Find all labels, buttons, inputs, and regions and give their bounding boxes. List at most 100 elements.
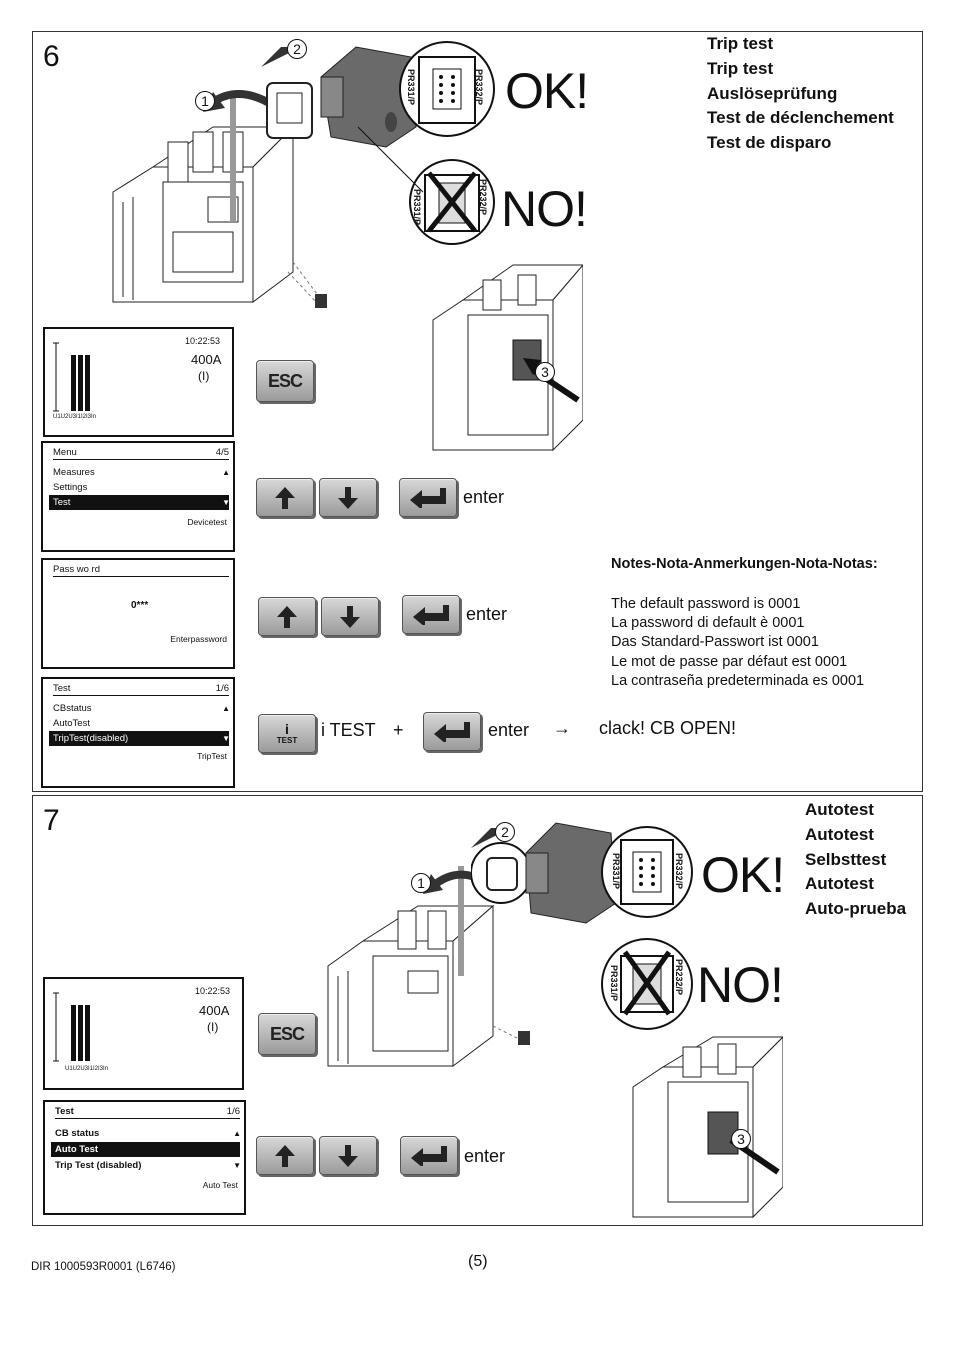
title-de: Selbsttest [805, 849, 887, 869]
no-label: NO! [697, 957, 784, 1013]
lcd-current: 400A [199, 1003, 230, 1018]
test-item-autotest[interactable]: Auto Test [51, 1142, 240, 1157]
menu-item-settings[interactable]: Settings [53, 482, 88, 493]
itest-key-label: TEST [276, 735, 298, 745]
connector-no-view [601, 938, 693, 1030]
itest-label: i TEST [321, 720, 376, 740]
enter-label: enter [464, 1146, 506, 1166]
menu-page: 4/5 [215, 447, 229, 458]
callout-3: 3 [731, 1129, 751, 1149]
lcd-time: 10:22:53 [185, 336, 221, 346]
up-arrow-button[interactable] [256, 478, 314, 517]
test-item-autotest[interactable]: AutoTest [53, 718, 90, 729]
step-6-panel: 6 Trip test Trip test Auslöseprüfung Tes… [32, 31, 923, 792]
circuit-breaker-illustration [112, 90, 327, 308]
test-item-cbstatus[interactable]: CBstatus [53, 703, 92, 714]
callout-1: 1 [411, 873, 431, 893]
step-number: 6 [43, 40, 60, 73]
connector-ok-label-left: PR331/P [406, 68, 417, 106]
title-en: Autotest [805, 800, 874, 819]
enter-label: enter [466, 604, 508, 624]
current-bar-graph [53, 992, 90, 1062]
lcd-main-screen: U1U2U3I1I2I3In 10:22:53 400A (I) [43, 977, 244, 1090]
info-test-button[interactable]: i TEST [258, 714, 316, 753]
enter-icon [410, 487, 446, 508]
enter-button[interactable] [423, 712, 481, 751]
title-it: Autotest [805, 824, 874, 844]
scroll-up-icon: ▲ [233, 1129, 241, 1138]
title-de: Auslöseprüfung [707, 83, 838, 103]
lcd-test-screen: Test 1/6 CBstatus ▲ AutoTest TripTest(dis… [41, 677, 235, 788]
lcd-password-screen: Pass wo rd 0*** Enterpassword [41, 558, 235, 669]
up-arrow-button[interactable] [256, 1136, 314, 1175]
scroll-down-icon: ▼ [233, 1161, 241, 1170]
title-fr: Autotest [805, 874, 874, 894]
password-footer: Enterpassword [170, 634, 227, 644]
title-en: Trip test [707, 34, 774, 53]
test-footer: Auto Test [202, 1180, 238, 1190]
bar-labels: U1U2U3I1I2I3In [65, 1066, 109, 1072]
down-arrow-button[interactable] [319, 478, 377, 517]
enter-button[interactable] [402, 595, 460, 634]
connector-ok-view [601, 826, 693, 918]
circuit-breaker-illustration [327, 866, 530, 1067]
plus-sign: + [393, 720, 404, 740]
circuit-breaker-with-module [632, 1036, 783, 1219]
lcd-time: 10:22:53 [195, 986, 231, 996]
menu-item-test[interactable]: Test [49, 495, 229, 510]
lcd-unit: (I) [198, 369, 210, 383]
lcd-header: Test 1/6 [53, 683, 229, 696]
arrow-down-icon [340, 605, 360, 628]
enter-label: enter [463, 487, 505, 507]
notes-title: Notes-Nota-Anmerkungen-Nota-Notas: [611, 556, 878, 572]
menu-item-measures[interactable]: Measures [53, 467, 95, 478]
document-code: DIR 1000593R0001 (L6746) [31, 1261, 176, 1273]
connector-ok-label-right: PR332/P [674, 852, 685, 890]
test-item-triptest[interactable]: Trip Test (disabled) [55, 1160, 142, 1171]
test-item-triptest[interactable]: TripTest(disabled) [49, 731, 229, 746]
enter-button[interactable] [400, 1136, 458, 1175]
step-7-panel: 7 Autotest Autotest Selbsttest Autotest … [32, 795, 923, 1226]
enter-icon [434, 721, 470, 742]
password-value[interactable]: 0*** [131, 600, 149, 611]
lcd-header: Pass wo rd [53, 564, 229, 577]
arrow-down-icon [338, 486, 358, 509]
down-arrow-button[interactable] [319, 1136, 377, 1175]
step-number: 7 [43, 804, 60, 837]
title-it: Trip test [707, 58, 774, 78]
enter-button[interactable] [399, 478, 457, 517]
lcd-unit: (I) [207, 1020, 219, 1034]
callout-2: 2 [495, 822, 515, 842]
bar-labels: U1U2U3I1I2I3In [53, 414, 97, 420]
test-page: 1/6 [215, 683, 229, 694]
arrow-up-icon [275, 1144, 295, 1167]
trip-test-module [261, 46, 417, 148]
test-footer: TripTest [197, 751, 227, 761]
pointer-line [357, 126, 424, 193]
connector-ok-label-right: PR332/P [474, 68, 485, 106]
connector-no-view [409, 159, 495, 245]
note-fr: Le mot de passe par défaut est 0001 [611, 653, 848, 670]
lcd-current: 400A [191, 352, 222, 367]
esc-button[interactable]: ESC [258, 1013, 316, 1055]
result-text: clack! CB OPEN! [599, 718, 737, 738]
esc-button[interactable]: ESC [256, 360, 314, 402]
connector-ok-view [399, 41, 495, 137]
no-label: NO! [501, 181, 588, 237]
up-arrow-button[interactable] [258, 597, 316, 636]
arrow-up-icon [277, 605, 297, 628]
connector-no-label-right: PR232/P [674, 958, 685, 996]
title-es: Test de disparo [707, 133, 832, 153]
down-arrow-button[interactable] [321, 597, 379, 636]
scroll-down-icon: ▼ [222, 498, 230, 507]
note-es: La contraseña predeterminada es 0001 [611, 672, 865, 689]
test-item-cbstatus[interactable]: CB status [55, 1128, 100, 1139]
enter-label: enter [488, 720, 530, 740]
note-it: La password di default è 0001 [611, 615, 805, 632]
scroll-up-icon: ▲ [222, 704, 230, 713]
test-title: Test [53, 683, 71, 694]
current-bar-graph [53, 342, 90, 412]
callout-1: 1 [195, 91, 215, 111]
